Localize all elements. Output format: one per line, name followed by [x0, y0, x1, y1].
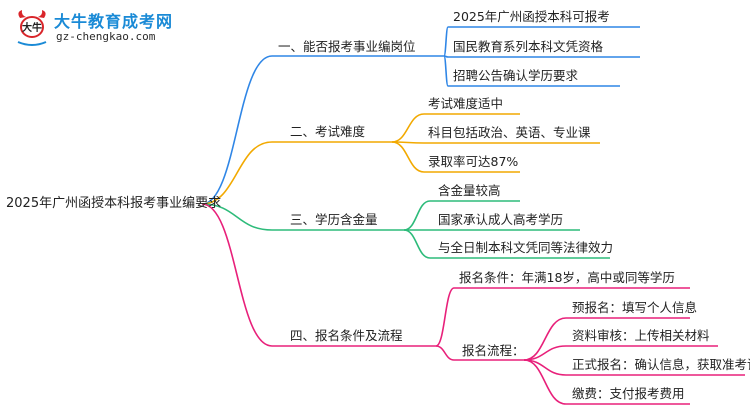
branch-node-difficulty: 二、考试难度	[290, 124, 366, 139]
leaf-node: 考试难度适中	[428, 96, 504, 111]
leaf-node: 缴费：支付报考费用	[572, 386, 685, 401]
leaf-connector	[391, 113, 425, 143]
site-logo: 大牛 大牛教育成考网 gz-chengkao.com	[14, 6, 204, 50]
leaf-node: 国民教育系列本科文凭资格	[453, 39, 604, 54]
root-node: 2025年广州函授本科报考事业编要求	[6, 196, 222, 211]
leaf-node: 资料审核：上传相关材料	[572, 328, 710, 343]
leaf-node: 科目包括政治、英语、专业课	[428, 125, 591, 140]
leaf-node: 录取率可达87%	[428, 154, 519, 169]
leaf-node: 预报名：填写个人信息	[572, 300, 698, 315]
leaf-connector	[443, 26, 449, 57]
branch-node-registration: 四、报名条件及流程	[290, 328, 403, 343]
branch-connector	[201, 55, 273, 205]
leaf-connector	[391, 141, 425, 173]
branch-node-qualification: 一、能否报考事业编岗位	[278, 39, 416, 54]
branch-connector	[201, 203, 273, 231]
leaf-node: 报名条件：年满18岁，高中或同等学历	[459, 270, 675, 285]
branch-connector	[201, 203, 273, 347]
leaf-connector	[435, 287, 455, 347]
leaf-node: 正式报名：确认信息，获取准考证	[572, 357, 750, 372]
branch-connector	[201, 141, 273, 205]
leaf-connector	[523, 359, 567, 405]
logo-url: gz-chengkao.com	[56, 30, 156, 43]
leaf-node: 国家承认成人高考学历	[438, 212, 564, 227]
leaf-connector	[443, 55, 449, 87]
leaf-node: 招聘公告确认学历要求	[453, 68, 579, 83]
leaf-connector	[403, 200, 431, 231]
subbranch-node-process: 报名流程：	[462, 343, 525, 358]
svg-text:大牛: 大牛	[22, 21, 42, 34]
leaf-node: 与全日制本科文凭同等法律效力	[438, 240, 614, 255]
leaf-connector	[435, 345, 455, 361]
leaf-connector	[403, 229, 431, 259]
bull-logo-icon: 大牛	[17, 10, 47, 46]
logo-title: 大牛教育成考网	[54, 12, 174, 31]
leaf-node: 2025年广州函授本科可报考	[453, 9, 610, 24]
leaf-node: 含金量较高	[438, 183, 501, 198]
branch-node-value: 三、学历含金量	[290, 212, 378, 227]
